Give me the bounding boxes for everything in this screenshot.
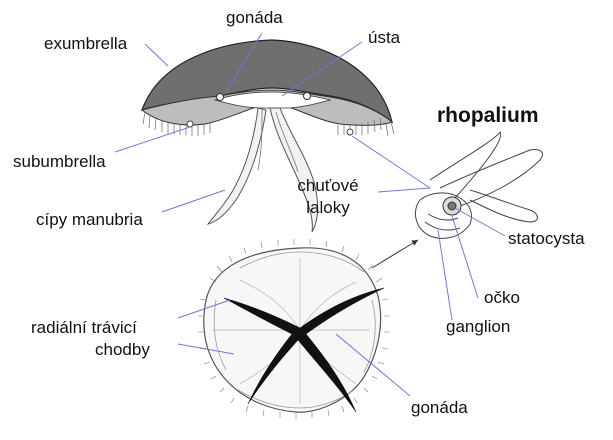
bell-subumbrella [140,89,394,126]
rhopalium-detail [414,131,543,239]
marginal-tentacles [142,111,395,137]
label-gonada-bottom: gonáda [411,398,468,417]
label-chodby: chodby [95,340,150,359]
central-cross [223,287,385,413]
label-gonada-top: gonáda [226,8,283,27]
oral-arm-right [269,107,319,233]
label-statocysta: statocysta [508,229,585,248]
medusa-top-view [198,239,390,419]
label-rhopalium-title: rhopalium [437,104,539,127]
label-laloky: laloky [306,198,350,217]
label-ocko: očko [484,288,520,307]
label-subumbrella: subumbrella [13,152,106,171]
label-ganglion: ganglion [446,317,511,336]
pointer-lines [114,32,506,397]
medusa-side-view [140,39,395,233]
label-cipy-manubria: cípy manubria [36,210,143,229]
label-usta: ústa [368,28,401,47]
label-chutove: chuťové [297,176,359,195]
label-exumbrella: exumbrella [44,34,128,53]
label-radialni-travici: radiální trávicí [31,318,137,337]
oral-arm-left [206,107,267,225]
connector-arrow [371,239,419,269]
